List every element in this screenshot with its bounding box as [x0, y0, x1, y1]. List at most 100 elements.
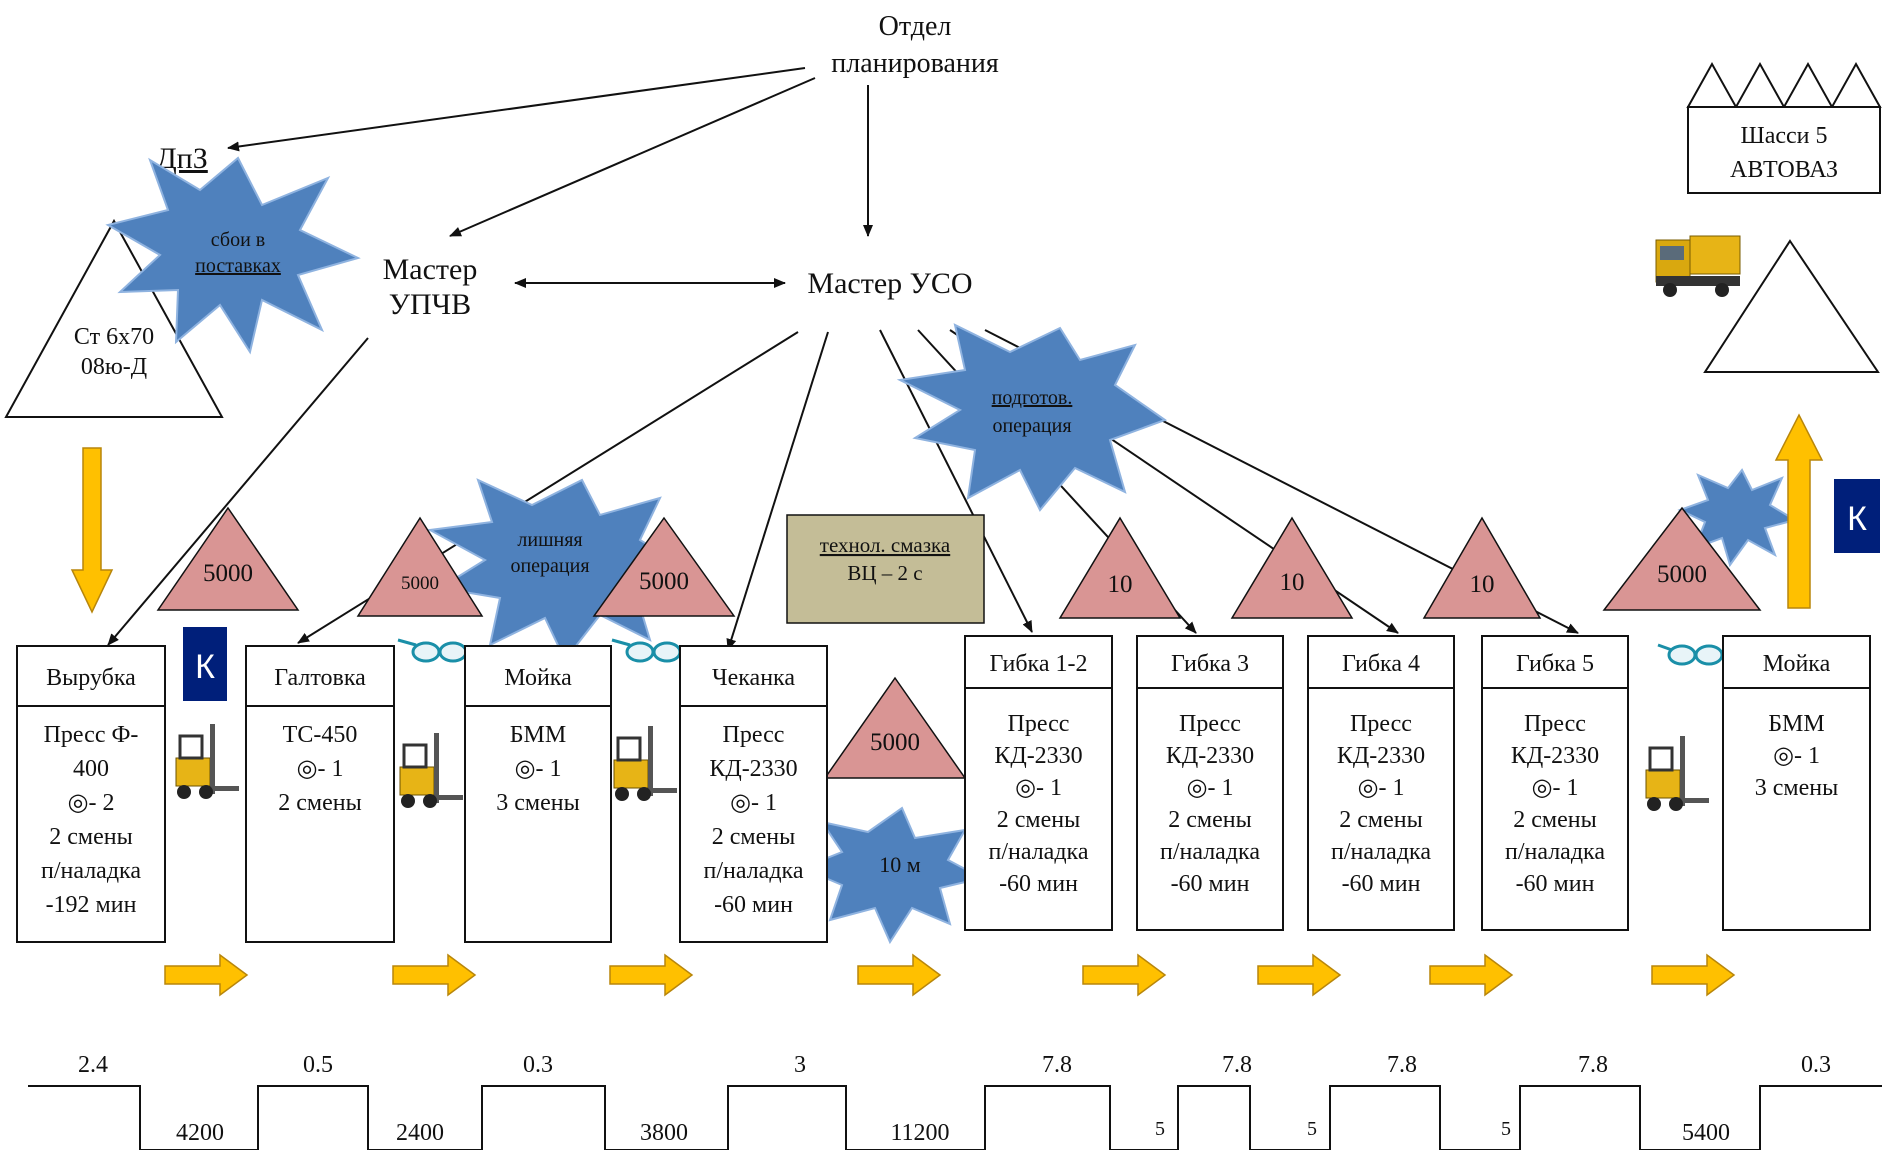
push-arrow-6: [1257, 953, 1342, 997]
process-detail-line: 2 смены: [997, 807, 1080, 833]
process-detail-line: 3 смены: [1755, 775, 1838, 801]
process-detail-line: 2 смены: [712, 824, 795, 850]
burst-extra-text-1: лишняя: [517, 529, 582, 551]
process-detail-line: 2 смены: [49, 824, 132, 850]
process-detail-line: Пресс: [1179, 711, 1241, 737]
burst-prep-operation: подготов. операция: [896, 323, 1168, 512]
inventory-3-value: 5000: [639, 568, 689, 595]
process-detail-line: Пресс: [1524, 711, 1586, 737]
process-title: Чеканка: [712, 665, 795, 691]
burst-supply-text-2: поставках: [195, 255, 281, 277]
process-detail-line: ◎- 1: [730, 790, 777, 816]
kaizen-label-2: К: [1847, 500, 1867, 538]
wait-time-4: 11200: [890, 1120, 949, 1146]
process-time-1: 2.4: [78, 1052, 108, 1078]
push-arrow-3: [609, 953, 694, 997]
process-detail-line: 2 смены: [1513, 807, 1596, 833]
inventory-8: 5000: [1602, 506, 1762, 611]
inventory-8-value: 5000: [1657, 561, 1707, 588]
process-detail-line: 3 смены: [496, 790, 579, 816]
process-detail-line: КД-2330: [1166, 743, 1254, 769]
wait-time-2: 2400: [396, 1120, 444, 1146]
raw-material-arrow: [70, 447, 114, 614]
process-detail-line: 2 смены: [1339, 807, 1422, 833]
master-upchv-label-1: Мастер: [383, 253, 478, 286]
process-detail-line: БММ: [510, 722, 566, 748]
process-detail-line: 2 смены: [1168, 807, 1251, 833]
process-detail-line: п/наладка: [988, 839, 1088, 865]
supplier-label-1: Ст 6х70: [74, 324, 154, 350]
shipment-arrow: [1774, 413, 1824, 609]
process-title: Гибка 3: [1171, 651, 1249, 677]
arrow-uso-to-chekanka: [726, 331, 829, 651]
process-detail-line: ◎- 2: [68, 790, 115, 816]
glasses-icon-2: [611, 638, 682, 663]
push-arrow-8: [1651, 953, 1736, 997]
inventory-3: 5000: [592, 516, 736, 617]
process-detail-line: БММ: [1768, 711, 1824, 737]
push-arrow-1: [164, 953, 249, 997]
lubrication-note: технол. смазка ВЦ – 2 с: [786, 514, 985, 624]
kaizen-box-1: К: [183, 627, 227, 701]
process-detail-line: Пресс Ф-: [44, 722, 139, 748]
push-arrow-2: [392, 953, 477, 997]
process-title: Гибка 1-2: [990, 651, 1088, 677]
glasses-icon-3: [1657, 643, 1724, 666]
process-time-3: 0.3: [523, 1052, 553, 1078]
planning-dept-label-2: планирования: [831, 48, 999, 79]
burst-transport-text: 10 м: [879, 852, 921, 877]
process-detail-line: ◎- 1: [297, 756, 344, 782]
process-title: Гибка 4: [1342, 651, 1420, 677]
master-uso-label: Мастер УСО: [807, 267, 972, 300]
inventory-1: 5000: [156, 506, 300, 611]
note-text-2: ВЦ – 2 с: [847, 561, 922, 585]
process-detail-line: ◎- 1: [1773, 743, 1820, 769]
process-detail-line: -60 мин: [999, 871, 1078, 897]
burst-transport-distance: 10 м: [799, 806, 985, 945]
process-detail-line: -192 мин: [46, 892, 137, 918]
inventory-4-value: 5000: [870, 729, 920, 756]
customer-inventory-triangle: [1703, 239, 1880, 373]
supplier-triangle: Ст 6х70 08ю-Д: [4, 218, 224, 418]
process-time-5: 7.8: [1042, 1052, 1072, 1078]
process-detail-line: КД-2330: [709, 756, 797, 782]
process-detail-line: ◎- 1: [1532, 775, 1579, 801]
process-detail-line: п/наладка: [1331, 839, 1431, 865]
arrow-planning-to-upchv: [449, 77, 816, 237]
inventory-5: 10: [1058, 516, 1182, 619]
process-title: Галтовка: [274, 665, 366, 691]
process-detail-line: -60 мин: [1342, 871, 1421, 897]
process-time-4: 3: [794, 1052, 806, 1078]
push-arrow-5: [1082, 953, 1167, 997]
burst-supply-text-1: сбои в: [211, 229, 265, 251]
process-detail-line: -60 мин: [714, 892, 793, 918]
wait-time-8: 5400: [1682, 1120, 1730, 1146]
process-title: Мойка: [1763, 651, 1831, 677]
process-detail-line: ◎- 1: [1015, 775, 1062, 801]
process-detail-line: КД-2330: [1337, 743, 1425, 769]
customer-label-1: Шасси 5: [1740, 123, 1827, 149]
forklift-icon-2: [399, 733, 463, 808]
planning-dept-label-1: Отдел: [879, 11, 952, 42]
process-title: Вырубка: [46, 665, 136, 691]
process-time-9: 0.3: [1801, 1052, 1831, 1078]
push-arrow-7: [1429, 953, 1514, 997]
process-detail-line: 2 смены: [278, 790, 361, 816]
process-title: Мойка: [504, 665, 572, 691]
wait-time-6: 5: [1307, 1118, 1317, 1140]
process-detail-line: ТС-450: [283, 722, 358, 748]
kaizen-box-2: К: [1834, 479, 1880, 553]
customer-factory: Шасси 5 АВТОВАЗ: [1686, 61, 1882, 194]
forklift-icon-3: [613, 726, 677, 801]
burst-small-customer: [1677, 468, 1798, 568]
inventory-7-value: 10: [1470, 571, 1495, 598]
process-detail-line: ◎- 1: [1358, 775, 1405, 801]
customer-label-2: АВТОВАЗ: [1730, 157, 1838, 183]
